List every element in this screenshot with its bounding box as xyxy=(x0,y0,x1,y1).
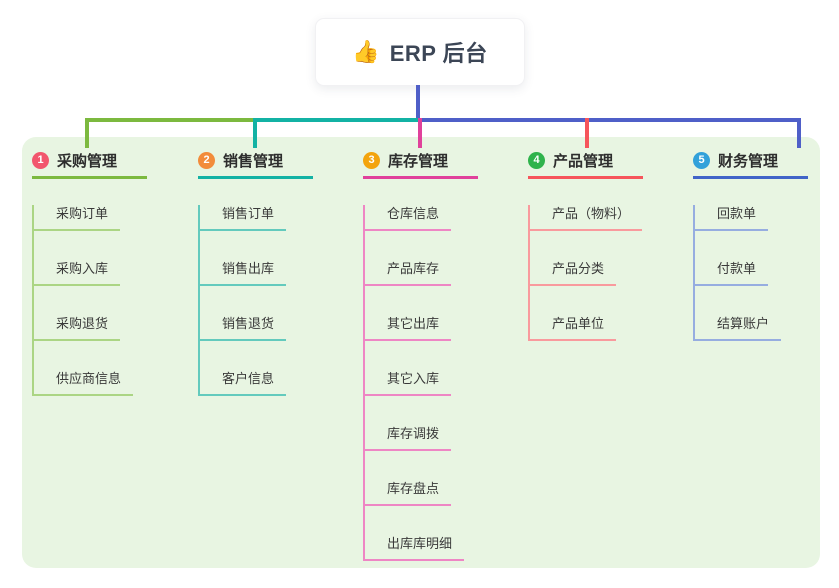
branch-drop-line xyxy=(797,118,801,148)
branch-number-badge: 4 xyxy=(528,152,545,169)
branch-column-2: 2 销售管理 销售订单 销售出库 销售退货 客户信息 xyxy=(198,145,348,396)
branch-children: 采购订单 采购入库 采购退货 供应商信息 xyxy=(32,205,134,396)
child-node[interactable]: 其它出库 xyxy=(365,315,452,341)
branch-number-badge: 2 xyxy=(198,152,215,169)
root-title: ERP 后台 xyxy=(389,41,488,66)
branch-label: 产品管理 xyxy=(553,153,614,170)
branch-column-3: 3 库存管理 仓库信息 产品库存 其它出库 其它入库 库存调拨 库存盘点 出库库… xyxy=(363,145,513,561)
branch-column-4: 4 产品管理 产品（物料） 产品分类 产品单位 xyxy=(528,145,678,341)
branch-column-1: 1 采购管理 采购订单 采购入库 采购退货 供应商信息 xyxy=(32,145,182,396)
child-node[interactable]: 销售退货 xyxy=(200,315,287,341)
branch-node[interactable]: 5 财务管理 xyxy=(693,145,808,179)
child-node[interactable]: 客户信息 xyxy=(200,370,287,396)
branch-node[interactable]: 2 销售管理 xyxy=(198,145,313,179)
branch-drop-line xyxy=(585,118,589,148)
branch-number-badge: 5 xyxy=(693,152,710,169)
branch-children: 销售订单 销售出库 销售退货 客户信息 xyxy=(198,205,287,396)
branch-children: 产品（物料） 产品分类 产品单位 xyxy=(528,205,643,341)
branch-number-badge: 1 xyxy=(32,152,49,169)
branch-column-5: 5 财务管理 回款单 付款单 结算账户 xyxy=(693,145,839,341)
bus-segment-1 xyxy=(85,118,253,122)
child-node[interactable]: 销售出库 xyxy=(200,260,287,286)
branch-node[interactable]: 3 库存管理 xyxy=(363,145,478,179)
branch-drop-line xyxy=(253,118,257,148)
branches-panel xyxy=(22,137,820,568)
branch-drop-line xyxy=(418,118,422,148)
child-node[interactable]: 采购退货 xyxy=(34,315,121,341)
bus-segment-3 xyxy=(418,118,801,122)
child-node[interactable]: 仓库信息 xyxy=(365,205,452,231)
child-node[interactable]: 库存调拨 xyxy=(365,425,452,451)
branch-label: 财务管理 xyxy=(718,153,779,170)
branch-children: 仓库信息 产品库存 其它出库 其它入库 库存调拨 库存盘点 出库库明细 xyxy=(363,205,465,561)
child-node[interactable]: 产品分类 xyxy=(530,260,617,286)
branch-node[interactable]: 1 采购管理 xyxy=(32,145,147,179)
child-node[interactable]: 采购订单 xyxy=(34,205,121,231)
child-node[interactable]: 供应商信息 xyxy=(34,370,134,396)
root-node[interactable]: 👍 ERP 后台 xyxy=(315,18,525,86)
branch-drop-line xyxy=(85,118,89,148)
child-node[interactable]: 其它入库 xyxy=(365,370,452,396)
branch-label: 库存管理 xyxy=(388,153,449,170)
branch-label: 采购管理 xyxy=(57,153,118,170)
child-node[interactable]: 产品（物料） xyxy=(530,205,643,231)
branch-label: 销售管理 xyxy=(223,153,284,170)
bus-segment-2 xyxy=(253,118,418,122)
child-node[interactable]: 付款单 xyxy=(695,260,769,286)
root-stem-line xyxy=(416,85,420,119)
child-node[interactable]: 库存盘点 xyxy=(365,480,452,506)
branch-children: 回款单 付款单 结算账户 xyxy=(693,205,782,341)
thumbs-up-icon: 👍 xyxy=(352,39,380,64)
child-node[interactable]: 结算账户 xyxy=(695,315,782,341)
child-node[interactable]: 采购入库 xyxy=(34,260,121,286)
child-node[interactable]: 销售订单 xyxy=(200,205,287,231)
child-node[interactable]: 产品库存 xyxy=(365,260,452,286)
child-node[interactable]: 出库库明细 xyxy=(365,535,465,561)
branch-number-badge: 3 xyxy=(363,152,380,169)
child-node[interactable]: 产品单位 xyxy=(530,315,617,341)
branch-node[interactable]: 4 产品管理 xyxy=(528,145,643,179)
child-node[interactable]: 回款单 xyxy=(695,205,769,231)
